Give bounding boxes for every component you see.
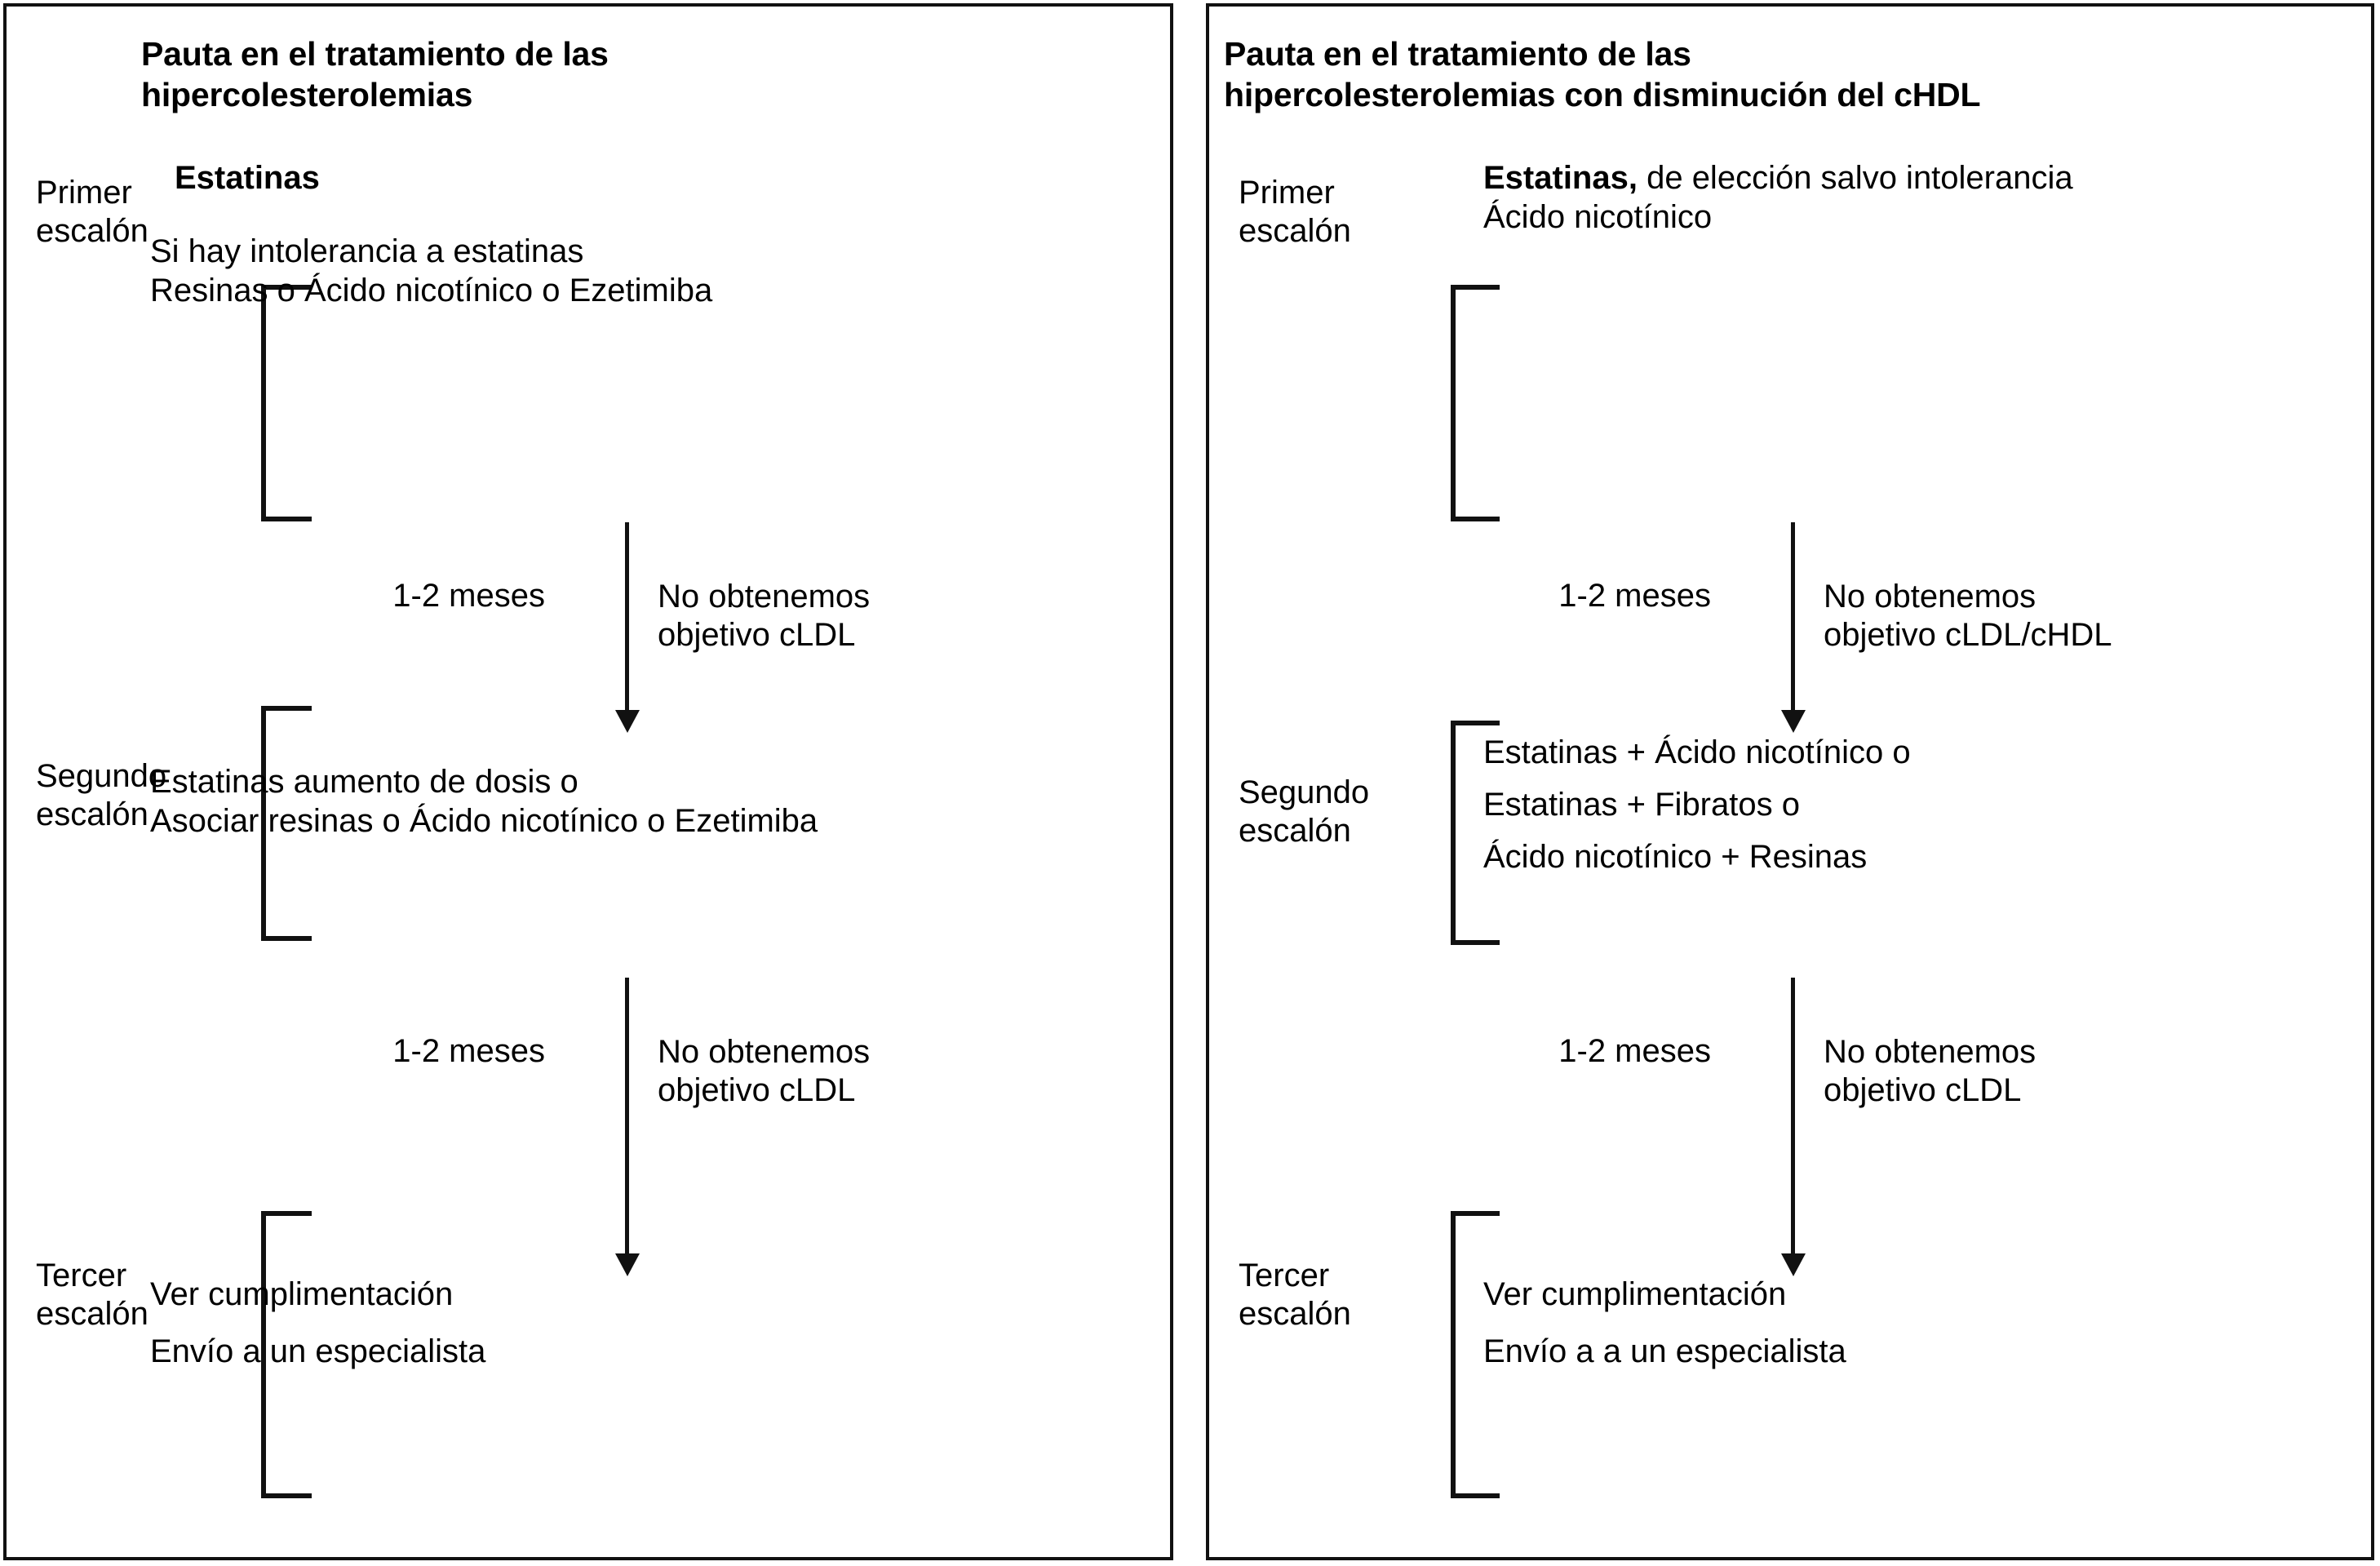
stage-line-text: Estatinas aumento de dosis o (150, 764, 578, 800)
stage-body: Ver cumplimentación Envío a a un especia… (1483, 1278, 1846, 1368)
arrow-duration-label: 1-2 meses (392, 578, 545, 614)
arrow-duration-label: 1-2 meses (1558, 578, 1711, 614)
arrow-reason-label: No obtenemos objetivo cLDL (658, 1034, 871, 1109)
stage-body: Estatinas, de elección salvo intoleranci… (1483, 162, 2073, 233)
arrow-head-icon (614, 1253, 640, 1276)
stage-line-text: Envío a a un especialista (1483, 1333, 1846, 1369)
stage-body: Ver cumplimentación Envío a un especiali… (150, 1278, 485, 1368)
stage-body: Estatinas + Ácido nicotínico o Estatinas… (1483, 736, 1911, 873)
stage-label: Tercer escalón (1239, 1258, 1351, 1333)
flow-arrow (1780, 978, 1806, 1276)
stage-line-text: Ácido nicotínico (1483, 199, 1713, 235)
stage-body: Estatinas aumento de dosis o Asociar res… (150, 765, 818, 837)
stage-bracket (1451, 285, 1500, 521)
stage-label: Tercer escalón (36, 1258, 148, 1333)
stage-bracket (261, 285, 312, 521)
arrow-duration-label: 1-2 meses (392, 1033, 545, 1069)
flow-arrow (614, 978, 640, 1276)
arrow-head-icon (614, 710, 640, 733)
stage-line-text: Envío a un especialista (150, 1333, 486, 1369)
stage-line-text: Estatinas + Fibratos o (1483, 787, 1800, 823)
stage-bracket (261, 706, 312, 941)
stage-line-bold: Estatinas, (1483, 160, 1638, 196)
stage-line-text: Si hay intolerancia a estatinas (150, 233, 584, 269)
stage-label: Segundo escalón (36, 758, 167, 833)
stage-line-bold: Estatinas (175, 160, 320, 196)
stage-bracket (1451, 721, 1500, 945)
arrow-reason-label: No obtenemos objetivo cLDL (658, 579, 871, 654)
arrow-duration-label: 1-2 meses (1558, 1033, 1711, 1069)
stage-bracket (1451, 1211, 1500, 1498)
stage-label: Segundo escalón (1239, 774, 1370, 850)
flow-arrow (614, 522, 640, 733)
stage-bracket (261, 1211, 312, 1498)
arrow-head-icon (1780, 710, 1806, 733)
stage-line-text: Asociar resinas o Ácido nicotínico o Eze… (150, 803, 818, 839)
stage-line-text: Ver cumplimentación (150, 1276, 454, 1312)
stage-line-text: Estatinas + Ácido nicotínico o (1483, 734, 1911, 770)
arrow-reason-label: No obtenemos objetivo cLDL/cHDL (1824, 579, 2112, 654)
panel-hipercolesterolemias-chdl: Pauta en el tratamiento de las hipercole… (1206, 3, 2374, 1560)
flow-arrow (1780, 522, 1806, 733)
arrow-head-icon (1780, 1253, 1806, 1276)
stage-label: Primer escalón (1239, 175, 1351, 250)
panel-hipercolesterolemias: Pauta en el tratamiento de las hipercole… (3, 3, 1173, 1560)
panel-title: Pauta en el tratamiento de las hipercole… (1224, 35, 1981, 114)
stage-line-text: Ver cumplimentación (1483, 1276, 1787, 1312)
arrow-reason-label: No obtenemos objetivo cLDL (1824, 1034, 2037, 1109)
stage-line-text: Resinas o Ácido nicotínico o Ezetimiba (150, 273, 713, 308)
stage-label: Primer escalón (36, 175, 148, 250)
stage-line-text: de elección salvo intolerancia (1637, 160, 2073, 196)
panel-title: Pauta en el tratamiento de las hipercole… (141, 35, 609, 114)
stage-line-text: Ácido nicotínico + Resinas (1483, 839, 1868, 875)
stage-body: Estatinas Si hay intolerancia a estatina… (150, 162, 712, 307)
